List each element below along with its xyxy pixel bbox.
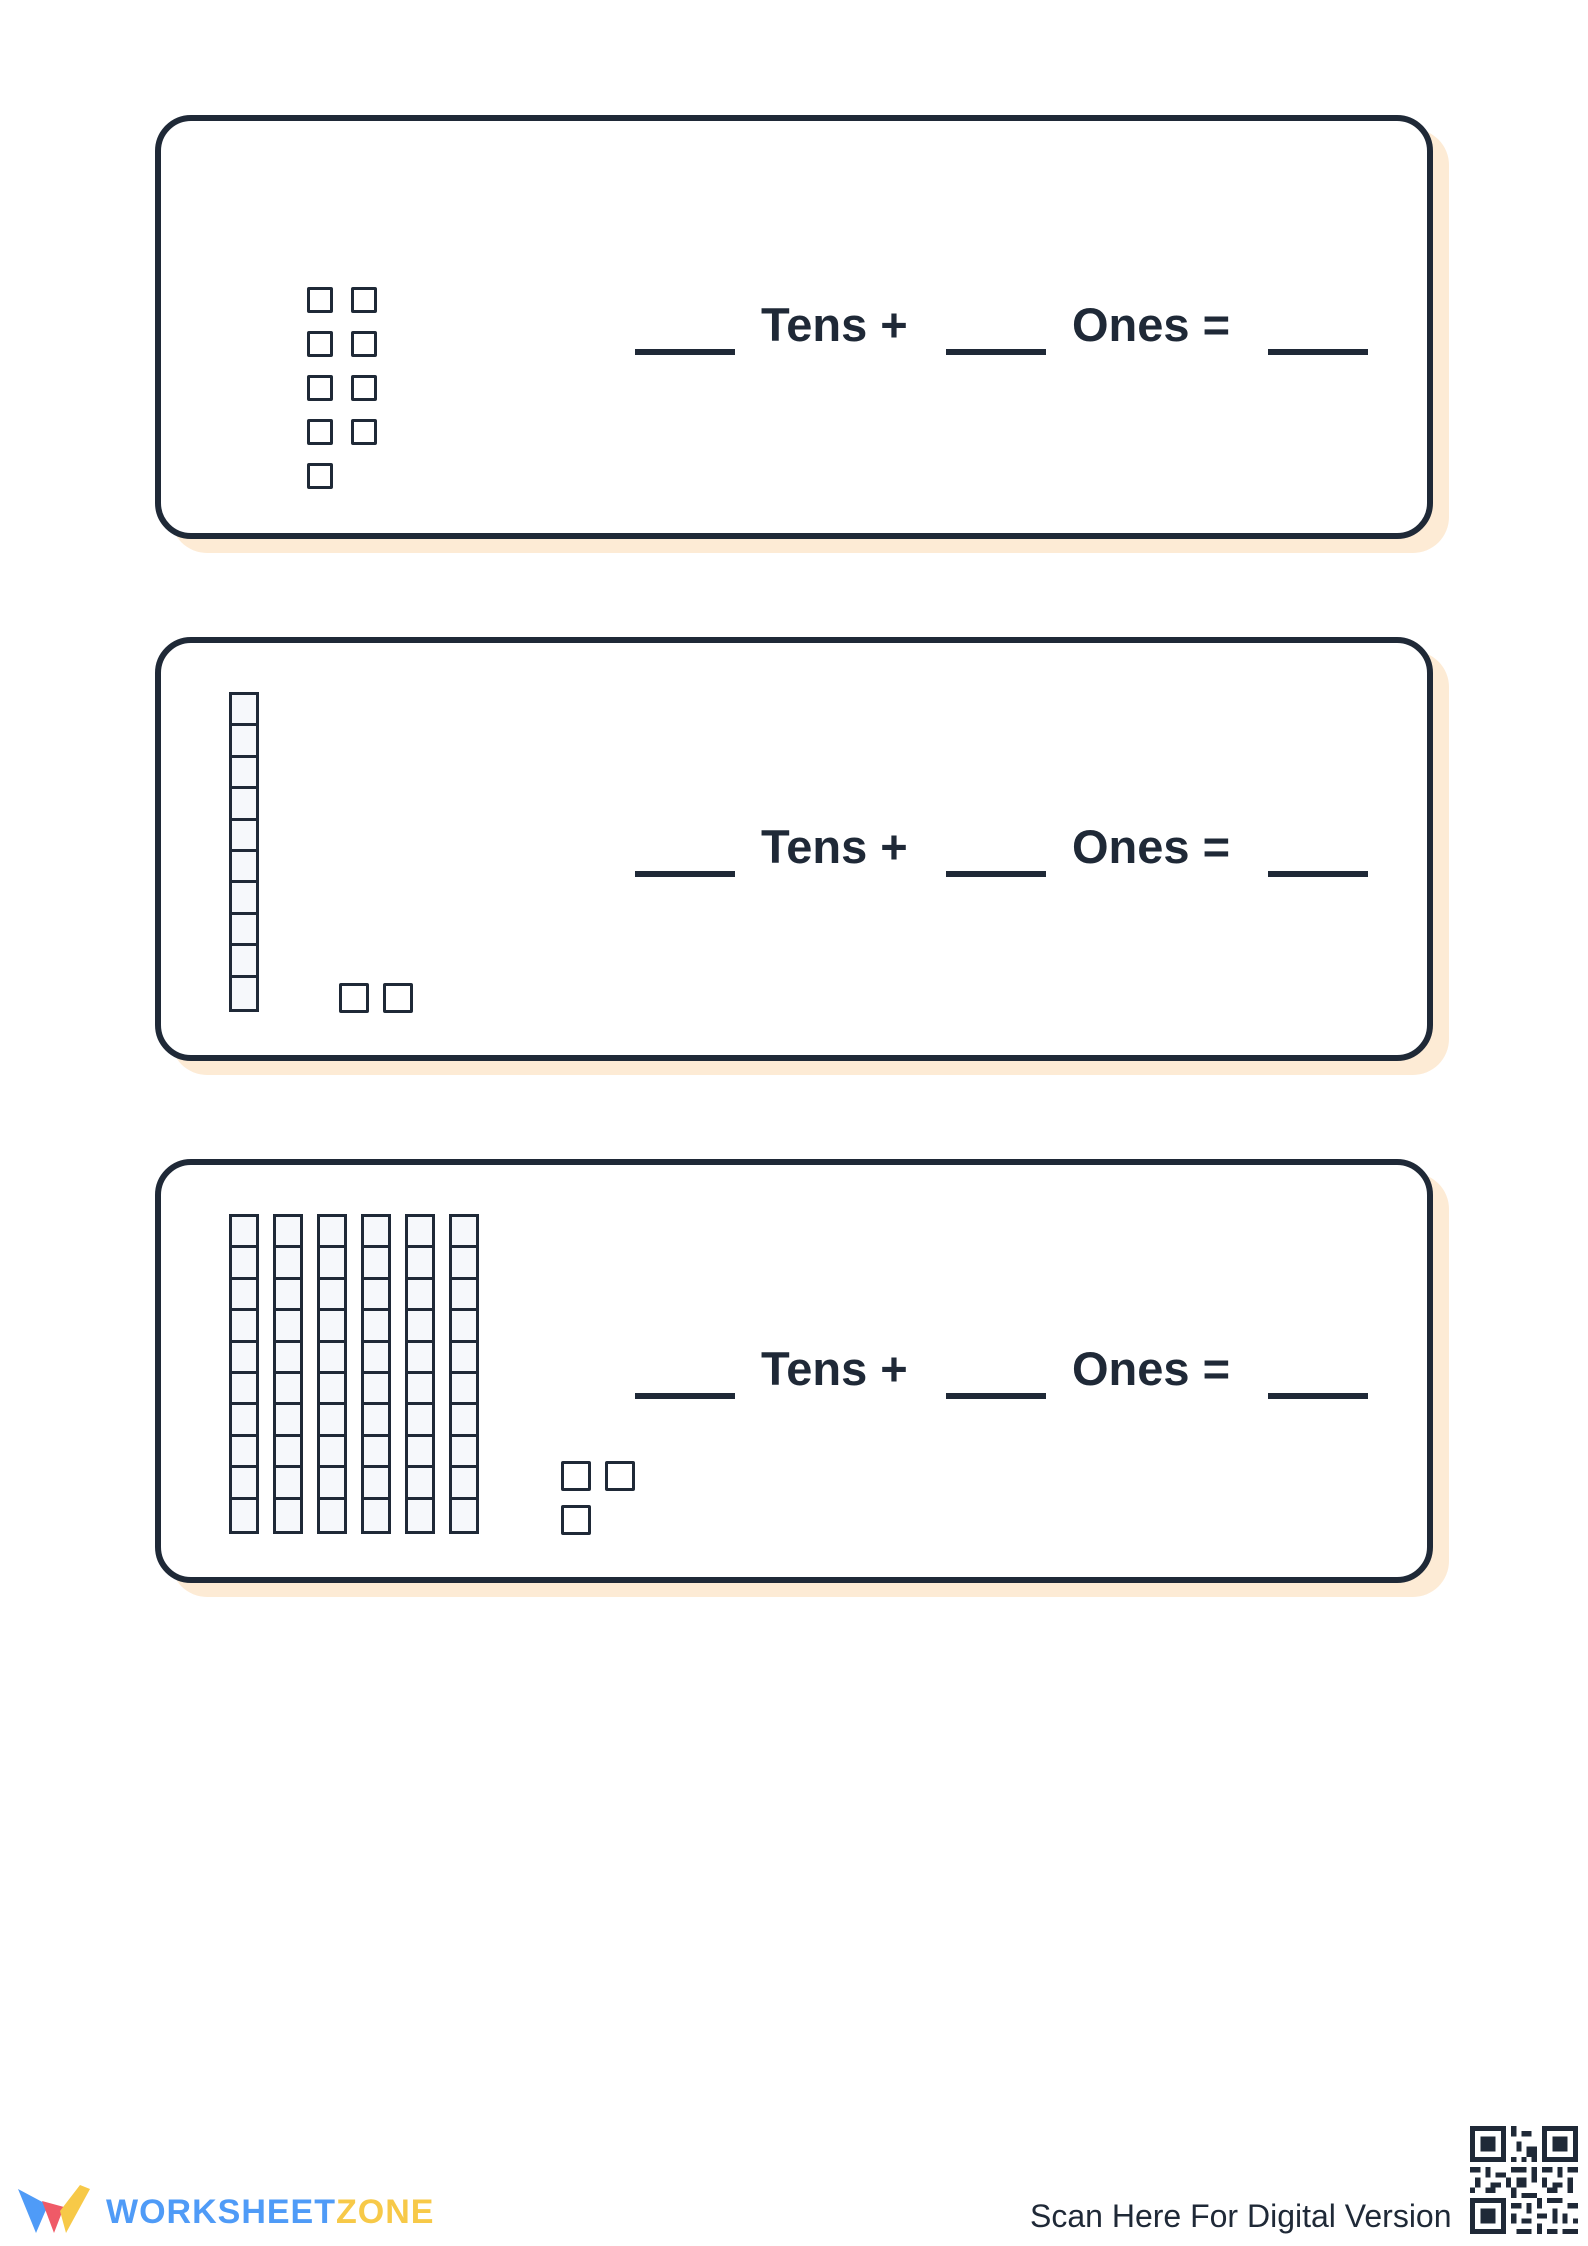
place-value-equation: Tens + Ones = [161,823,1427,903]
total-answer-blank[interactable] [1268,871,1368,877]
ones-answer-blank[interactable] [946,1393,1046,1399]
base-ten-blocks [161,643,1427,1055]
brand-name-second: ZONE [336,2193,435,2231]
brand-name: WORKSHEETZONE [106,2193,434,2232]
tens-rod [405,1214,435,1534]
worksheetzone-w-logo-icon [18,2185,90,2233]
ones-label: Ones = [1072,820,1231,873]
ones-cube [605,1461,635,1491]
brand-name-first: WORKSHEET [106,2193,336,2231]
ones-cube [561,1461,591,1491]
tens-label: Tens + [761,820,908,873]
ones-label: Ones = [1072,298,1231,351]
tens-rod [229,1214,259,1534]
ones-answer-blank[interactable] [946,871,1046,877]
tens-rod [273,1214,303,1534]
ones-cube [307,331,333,357]
ones-answer-blank[interactable] [946,349,1046,355]
tens-answer-blank[interactable] [635,349,735,355]
place-value-equation: Tens + Ones = [161,301,1427,381]
total-answer-blank[interactable] [1268,1393,1368,1399]
place-value-equation: Tens + Ones = [161,1345,1427,1425]
total-answer-blank[interactable] [1268,349,1368,355]
tens-rod [449,1214,479,1534]
problem-card-3: Tens + Ones = [155,1159,1433,1583]
ones-cube [351,331,377,357]
ones-cube [561,1505,591,1535]
ones-cube [351,287,377,313]
brand-logo[interactable]: WORKSHEETZONE [14,2181,434,2237]
ones-cube [339,983,369,1013]
ones-cube [383,983,413,1013]
base-ten-blocks [161,121,1427,533]
problem-card-1: Tens + Ones = [155,115,1433,539]
problem-card-2: Tens + Ones = [155,637,1433,1061]
base-ten-blocks [161,1165,1427,1577]
tens-rod [317,1214,347,1534]
qr-code-icon[interactable] [1470,2126,1578,2234]
ones-cube [307,463,333,489]
ones-cube [307,375,333,401]
tens-answer-blank[interactable] [635,871,735,877]
ones-cube [307,287,333,313]
tens-label: Tens + [761,1342,908,1395]
ones-cube [351,419,377,445]
scan-instruction: Scan Here For Digital Version [1030,2198,1452,2234]
ones-cube [351,375,377,401]
tens-rod [361,1214,391,1534]
tens-label: Tens + [761,298,908,351]
tens-answer-blank[interactable] [635,1393,735,1399]
ones-label: Ones = [1072,1342,1231,1395]
tens-rod [229,692,259,1012]
ones-cube [307,419,333,445]
